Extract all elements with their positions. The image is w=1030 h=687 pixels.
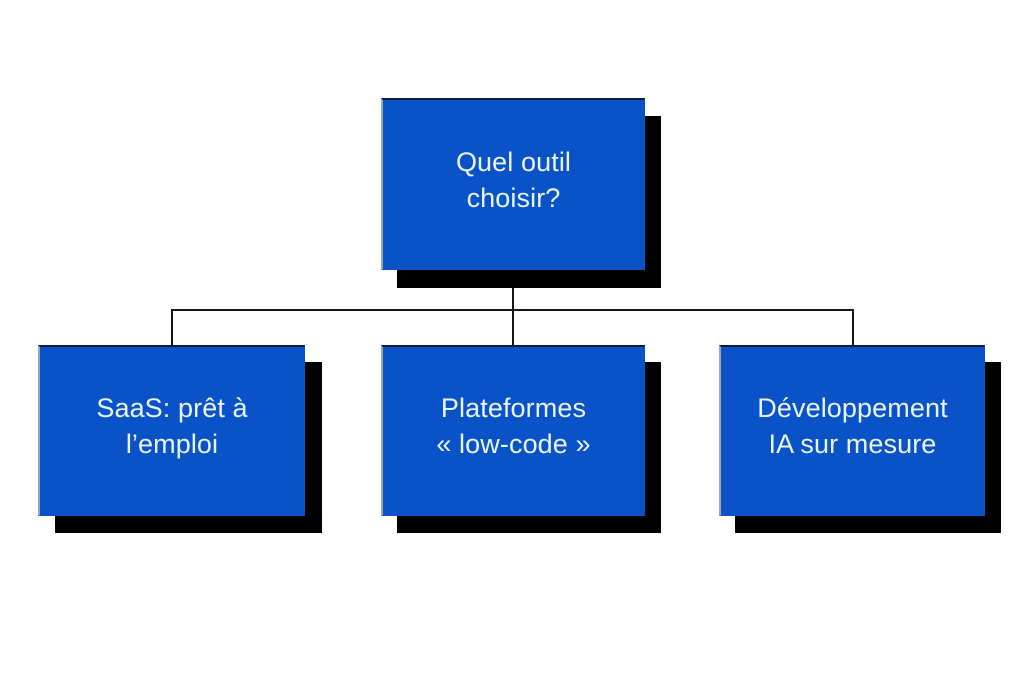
child-node-1-label: SaaS: prêt à l’emploi	[96, 393, 248, 459]
root-node-quel-outil-choisir[interactable]: Quel outil choisir?	[381, 98, 645, 270]
connector-root-to-bus	[512, 287, 514, 311]
child-node-saas-pret-a-lemploi[interactable]: SaaS: prêt à l’emploi	[38, 345, 305, 516]
child-node-plateformes-low-code[interactable]: Plateformes « low-code »	[381, 345, 645, 516]
root-node-label: Quel outil choisir?	[455, 146, 572, 213]
connector-bus-to-child-2	[512, 309, 514, 346]
child-node-developpement-ia-sur-mesure[interactable]: Développement IA sur mesure	[719, 345, 985, 516]
connector-bus-to-child-3	[852, 309, 854, 346]
child-node-3-label: Développement IA sur mesure	[757, 393, 948, 459]
child-node-2-label: Plateformes « low-code »	[436, 393, 591, 459]
connector-bus-to-child-1	[171, 309, 173, 346]
